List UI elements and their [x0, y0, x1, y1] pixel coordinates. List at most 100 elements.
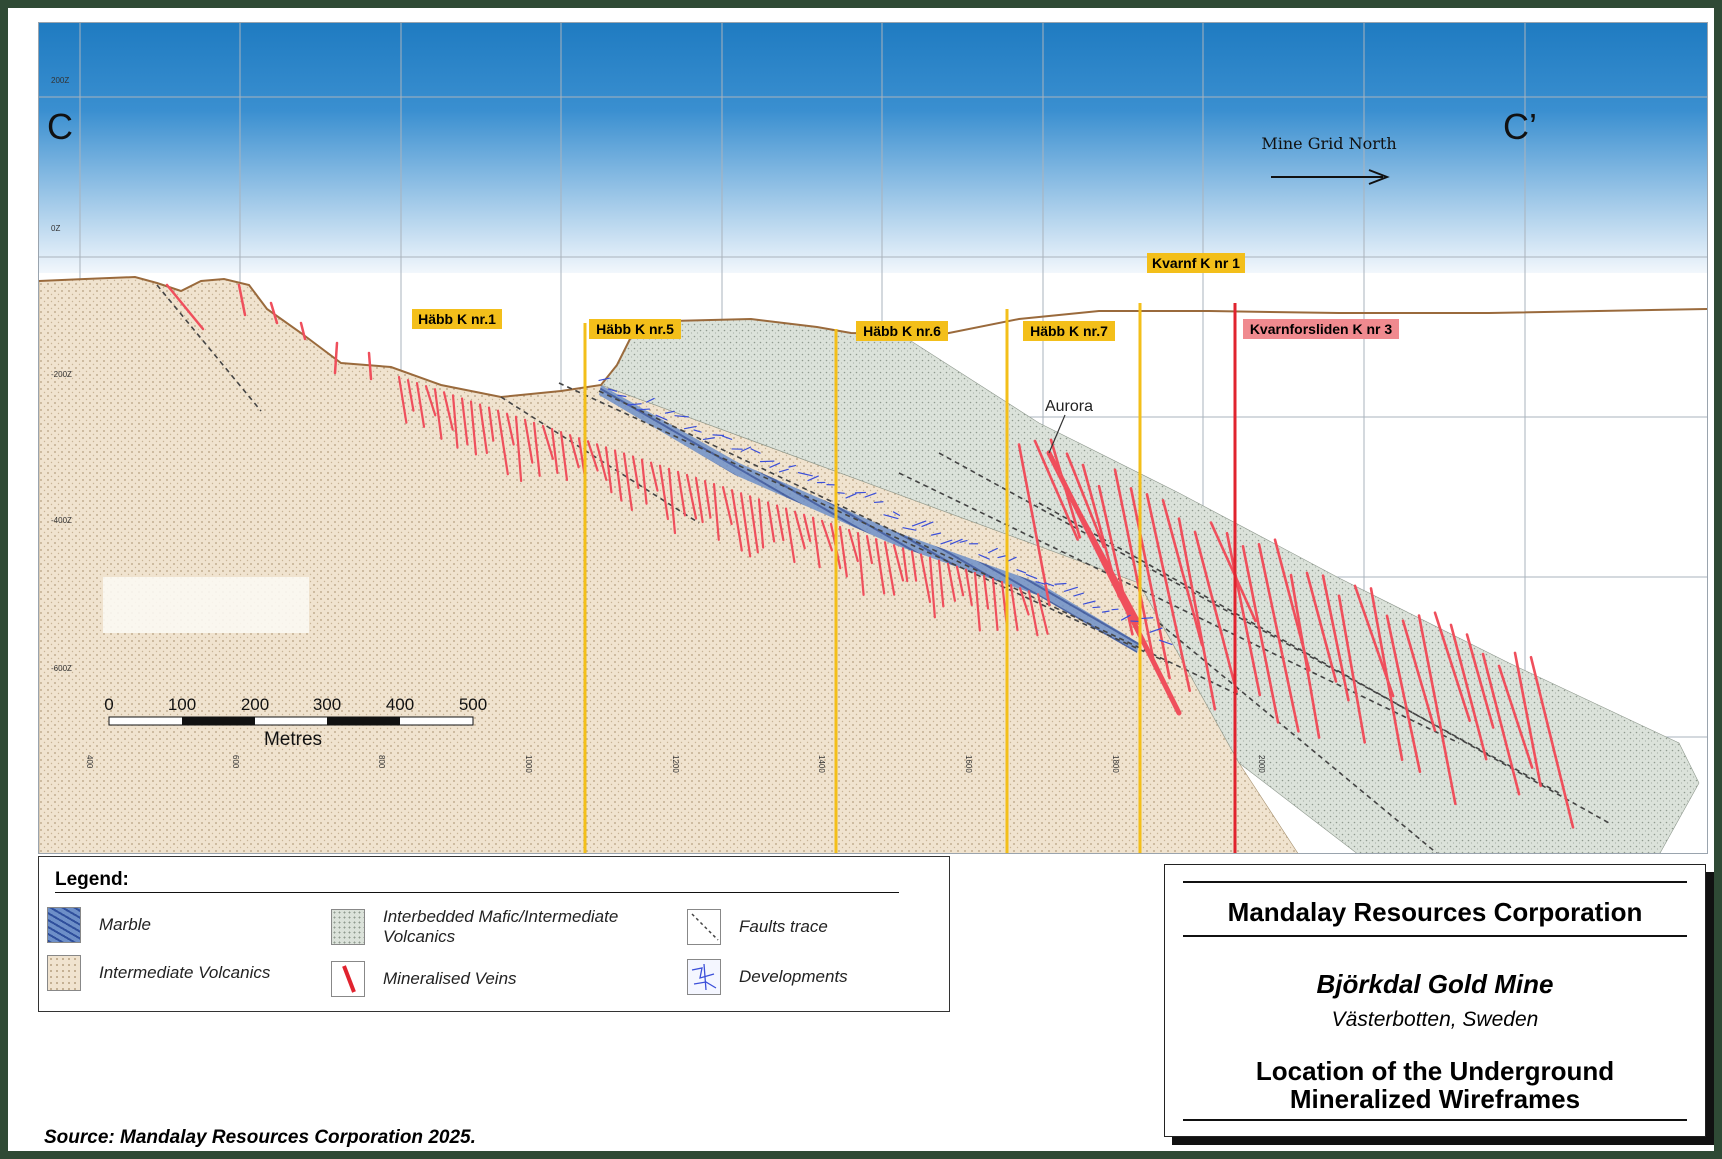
- legend-item-faults-trace: Faults trace: [687, 909, 828, 945]
- development: [845, 493, 857, 499]
- legend-label: Intermediate Volcanics: [99, 963, 271, 982]
- vein: [333, 341, 339, 375]
- easting-label: 1200: [671, 755, 680, 773]
- vein: [919, 553, 932, 604]
- elevation-label: 0Z: [51, 224, 60, 233]
- easting-label: 1600: [964, 755, 973, 773]
- development: [712, 434, 725, 437]
- easting-label: 1400: [817, 755, 826, 773]
- easting-label: 2000: [1257, 755, 1266, 773]
- vein: [433, 388, 443, 440]
- borehole-label-kvarnforsliden-3: Kvarnforsliden K nr 3: [1250, 321, 1393, 337]
- vein: [622, 452, 634, 511]
- vein: [667, 467, 677, 535]
- borehole-labels: Häbb K nr.1 Häbb K nr.5 Häbb K nr.6 Häbb…: [412, 253, 1399, 341]
- vein: [883, 541, 896, 596]
- vein: [1289, 573, 1321, 739]
- fault-swatch-icon: [687, 909, 721, 945]
- vein: [685, 473, 698, 520]
- elevation-label: -400Z: [51, 516, 72, 525]
- vein: [928, 556, 936, 619]
- vein: [1529, 655, 1575, 829]
- vein: [1417, 614, 1457, 806]
- vein: [442, 391, 454, 431]
- vein: [568, 434, 580, 469]
- vein: [703, 479, 712, 519]
- vein: [595, 443, 608, 481]
- borehole-label-habb-1: Häbb K nr.1: [418, 311, 496, 327]
- vein: [838, 525, 848, 578]
- development: [835, 491, 845, 494]
- vein: [1257, 543, 1300, 733]
- development: [1082, 600, 1096, 605]
- vein: [1305, 571, 1338, 683]
- legend-label: Interbedded Mafic/Intermediate Volcanics: [383, 907, 619, 946]
- topography-line: [39, 275, 1707, 399]
- scale-tick-label: 0: [104, 695, 113, 714]
- development: [797, 472, 813, 477]
- title-rule: [1183, 881, 1687, 883]
- vein: [901, 547, 909, 583]
- vein: [1337, 594, 1367, 744]
- legend-item-mafic-volcanics: Interbedded Mafic/Intermediate Volcanics: [331, 907, 653, 947]
- development: [921, 521, 934, 528]
- development: [693, 429, 702, 433]
- vein: [505, 412, 515, 446]
- development: [617, 394, 627, 398]
- vein: [451, 394, 459, 449]
- legend-divider: [55, 892, 899, 893]
- development: [788, 464, 797, 468]
- vein: [775, 504, 785, 542]
- legend-item-mineralised-veins: Mineralised Veins: [331, 961, 517, 997]
- vein: [1497, 664, 1534, 769]
- scale-tick-label: 100: [168, 695, 196, 714]
- vein: [847, 528, 859, 563]
- vein: [469, 400, 478, 456]
- vein: [1449, 623, 1488, 761]
- figure-description: Location of the Underground Mineralized …: [1165, 1057, 1705, 1113]
- development: [1101, 610, 1110, 613]
- vein: [955, 565, 965, 597]
- vein: [1385, 614, 1422, 774]
- source-note: Source: Mandalay Resources Corporation 2…: [44, 1127, 476, 1148]
- development: [1120, 614, 1131, 621]
- development: [1158, 639, 1173, 646]
- vein: [1193, 530, 1238, 694]
- vein: [415, 382, 426, 428]
- vein: [910, 550, 918, 582]
- elevation-label: -200Z: [51, 370, 72, 379]
- legend-label: Faults trace: [739, 917, 828, 936]
- vein: [748, 495, 759, 554]
- vein: [1113, 468, 1155, 660]
- vein: [532, 421, 541, 477]
- vein: [694, 476, 704, 524]
- easting-label: 400: [85, 755, 94, 769]
- borehole-label-kvarnf-1: Kvarnf K nr 1: [1152, 255, 1240, 271]
- development: [683, 425, 697, 430]
- legend-item-developments: Developments: [687, 959, 848, 995]
- development: [1016, 569, 1027, 574]
- vein: [892, 544, 905, 582]
- vein: [793, 510, 806, 550]
- vein: [865, 535, 874, 565]
- development: [1139, 617, 1154, 620]
- vein: [514, 415, 523, 483]
- vein: [541, 424, 555, 460]
- cross-section-drawing: Häbb K nr.1 Häbb K nr.5 Häbb K nr.6 Häbb…: [39, 23, 1707, 853]
- scale-tick-label: 400: [386, 695, 414, 714]
- vein: [165, 283, 205, 331]
- cross-section: Häbb K nr.1 Häbb K nr.5 Häbb K nr.6 Häbb…: [38, 22, 1708, 854]
- mineralised-veins: [165, 283, 1575, 829]
- vein: [982, 574, 990, 610]
- vein: [649, 461, 659, 492]
- mine-location: Västerbotten, Sweden: [1331, 1008, 1539, 1031]
- vein: [721, 486, 733, 526]
- development: [997, 555, 1006, 559]
- scale-tick-label: 500: [459, 695, 487, 714]
- legend-item-intermediate-volcanics: Intermediate Volcanics: [47, 955, 270, 991]
- vein: [1027, 590, 1039, 637]
- easting-labels: 400 600 800 1000 1200 1400 1600 1800 200…: [85, 755, 1266, 773]
- vein: [269, 301, 279, 325]
- vein: [487, 406, 495, 442]
